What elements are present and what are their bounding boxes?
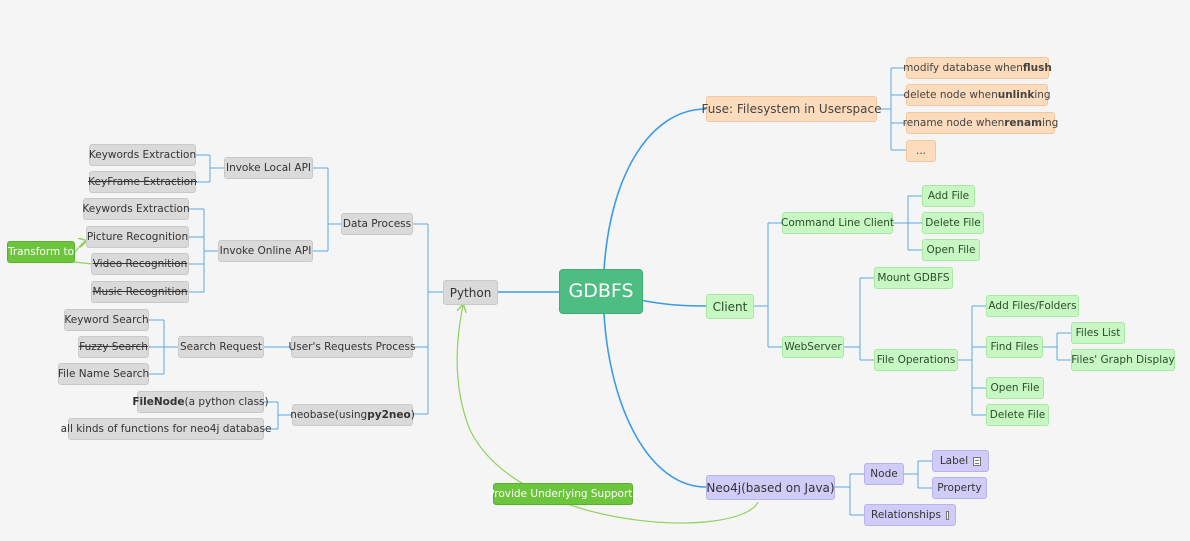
node-fuse-ellipsis[interactable]: ... (906, 140, 936, 162)
edge-online-trunk (203, 209, 218, 292)
edge-root-fuse (603, 108, 707, 271)
node-filenode[interactable]: FileNode(a python class) (132, 391, 269, 413)
node-fuse[interactable]: Fuse: Filesystem in Userspace (702, 96, 881, 122)
relation-transform-to (73, 241, 86, 254)
edge-fuse-trunk (877, 68, 892, 150)
edge-web-trunk (844, 278, 861, 360)
node-search-request[interactable]: Search Request (178, 336, 264, 358)
fuse-flush-bold: flush (1022, 61, 1052, 74)
node-neobase[interactable]: neobase(using py2neo) (290, 404, 415, 426)
node-neo4j-node[interactable]: Node (864, 463, 904, 485)
edge-python-trunk (427, 224, 443, 414)
node-picture-recognition[interactable]: Picture Recognition (86, 226, 189, 248)
node-client[interactable]: Client (706, 294, 754, 319)
fuse-rename-prefix: rename node when (902, 116, 1005, 129)
filenode-rest: (a python class) (184, 395, 269, 408)
node-invoke-local-api[interactable]: Invoke Local API (224, 157, 313, 179)
node-web-delete-file[interactable]: Delete File (986, 404, 1049, 426)
node-files-list[interactable]: Files List (1071, 322, 1125, 344)
node-keyword-search[interactable]: Keyword Search (64, 309, 149, 331)
node-webserver[interactable]: WebServer (782, 336, 844, 358)
edge-fileops-trunk (958, 306, 973, 415)
edge-root-client (639, 299, 707, 307)
node-add-files-folders[interactable]: Add Files/Folders (986, 295, 1079, 317)
node-file-operations[interactable]: File Operations (874, 349, 958, 371)
node-files-graph-display[interactable]: Files' Graph Display (1071, 349, 1175, 371)
node-provide-underlying-supports[interactable]: Provide Underlying Supports (488, 483, 638, 505)
edge-neobase-trunk (277, 402, 292, 429)
node-file-name-search[interactable]: File Name Search (58, 363, 149, 385)
node-mount-gdbfs[interactable]: Mount GDBFS (874, 267, 953, 289)
note-icon[interactable] (945, 510, 949, 520)
relation-provide-supports (456, 305, 759, 524)
neobase-suffix: ) (410, 408, 415, 421)
note-icon[interactable] (973, 456, 982, 466)
node-invoke-online-api[interactable]: Invoke Online API (218, 240, 313, 262)
fuse-unlink-suffix: ing (1034, 88, 1051, 101)
node-find-files[interactable]: Find Files (986, 336, 1043, 358)
node-cli-open-file[interactable]: Open File (922, 239, 980, 261)
edge-find-trunk (1043, 333, 1058, 360)
edge-local-trunk (209, 155, 224, 182)
edge-dataprocess-trunk (327, 168, 341, 251)
neobase-prefix: neobase(using (290, 408, 368, 421)
fuse-unlink-bold: unlink (997, 88, 1035, 101)
neo4j-relationships-text: Relationships (871, 508, 941, 521)
node-music-recognition[interactable]: Music Recognition (91, 281, 189, 303)
edge-search-trunk (163, 320, 178, 374)
node-online-keywords-extraction[interactable]: Keywords Extraction (82, 198, 190, 220)
edge-root-neo4j (603, 313, 707, 488)
node-neo4j-label[interactable]: Label (932, 450, 989, 472)
node-neo4j[interactable]: Neo4j(based on Java) (706, 475, 835, 500)
node-fuzzy-search[interactable]: Fuzzy Search (78, 336, 149, 358)
root-node-gdbfs[interactable]: GDBFS (559, 269, 643, 314)
node-fuse-flush[interactable]: modify database when flush (903, 57, 1052, 79)
node-local-keyframe-extraction[interactable]: KeyFrame Extraction (88, 171, 197, 193)
fuse-flush-prefix: modify database when (903, 61, 1023, 74)
node-neo4j-functions[interactable]: all kinds of functions for neo4j databas… (61, 418, 271, 440)
node-command-line-client[interactable]: Command Line Client (781, 212, 894, 234)
node-cli-add-file[interactable]: Add File (922, 185, 975, 207)
fuse-rename-bold: renam (1004, 116, 1043, 129)
edge-neo4j-trunk (835, 474, 851, 515)
filenode-bold: FileNode (132, 395, 185, 408)
node-data-process[interactable]: Data Process (341, 213, 413, 235)
fuse-unlink-prefix: delete node when (903, 88, 998, 101)
node-users-requests-process[interactable]: User's Requests Process (289, 336, 415, 358)
node-cli-delete-file[interactable]: Delete File (922, 212, 984, 234)
fuse-rename-suffix: ing (1042, 116, 1059, 129)
node-video-recognition[interactable]: Video Recognition (91, 253, 189, 275)
neo4j-label-text: Label (939, 454, 969, 467)
node-local-keywords-extraction[interactable]: Keywords Extraction (89, 144, 196, 166)
edge-cli-trunk (893, 196, 909, 250)
relation-transform-line (73, 261, 93, 265)
edge-node-trunk (904, 461, 919, 488)
neobase-bold: py2neo (367, 408, 411, 421)
node-transform-to[interactable]: Transform to (7, 241, 75, 263)
node-neo4j-relationships[interactable]: Relationships (864, 504, 956, 526)
node-python[interactable]: Python (443, 280, 498, 305)
node-neo4j-property[interactable]: Property (932, 477, 987, 499)
node-web-open-file[interactable]: Open File (986, 377, 1044, 399)
edge-client-trunk (754, 223, 769, 347)
